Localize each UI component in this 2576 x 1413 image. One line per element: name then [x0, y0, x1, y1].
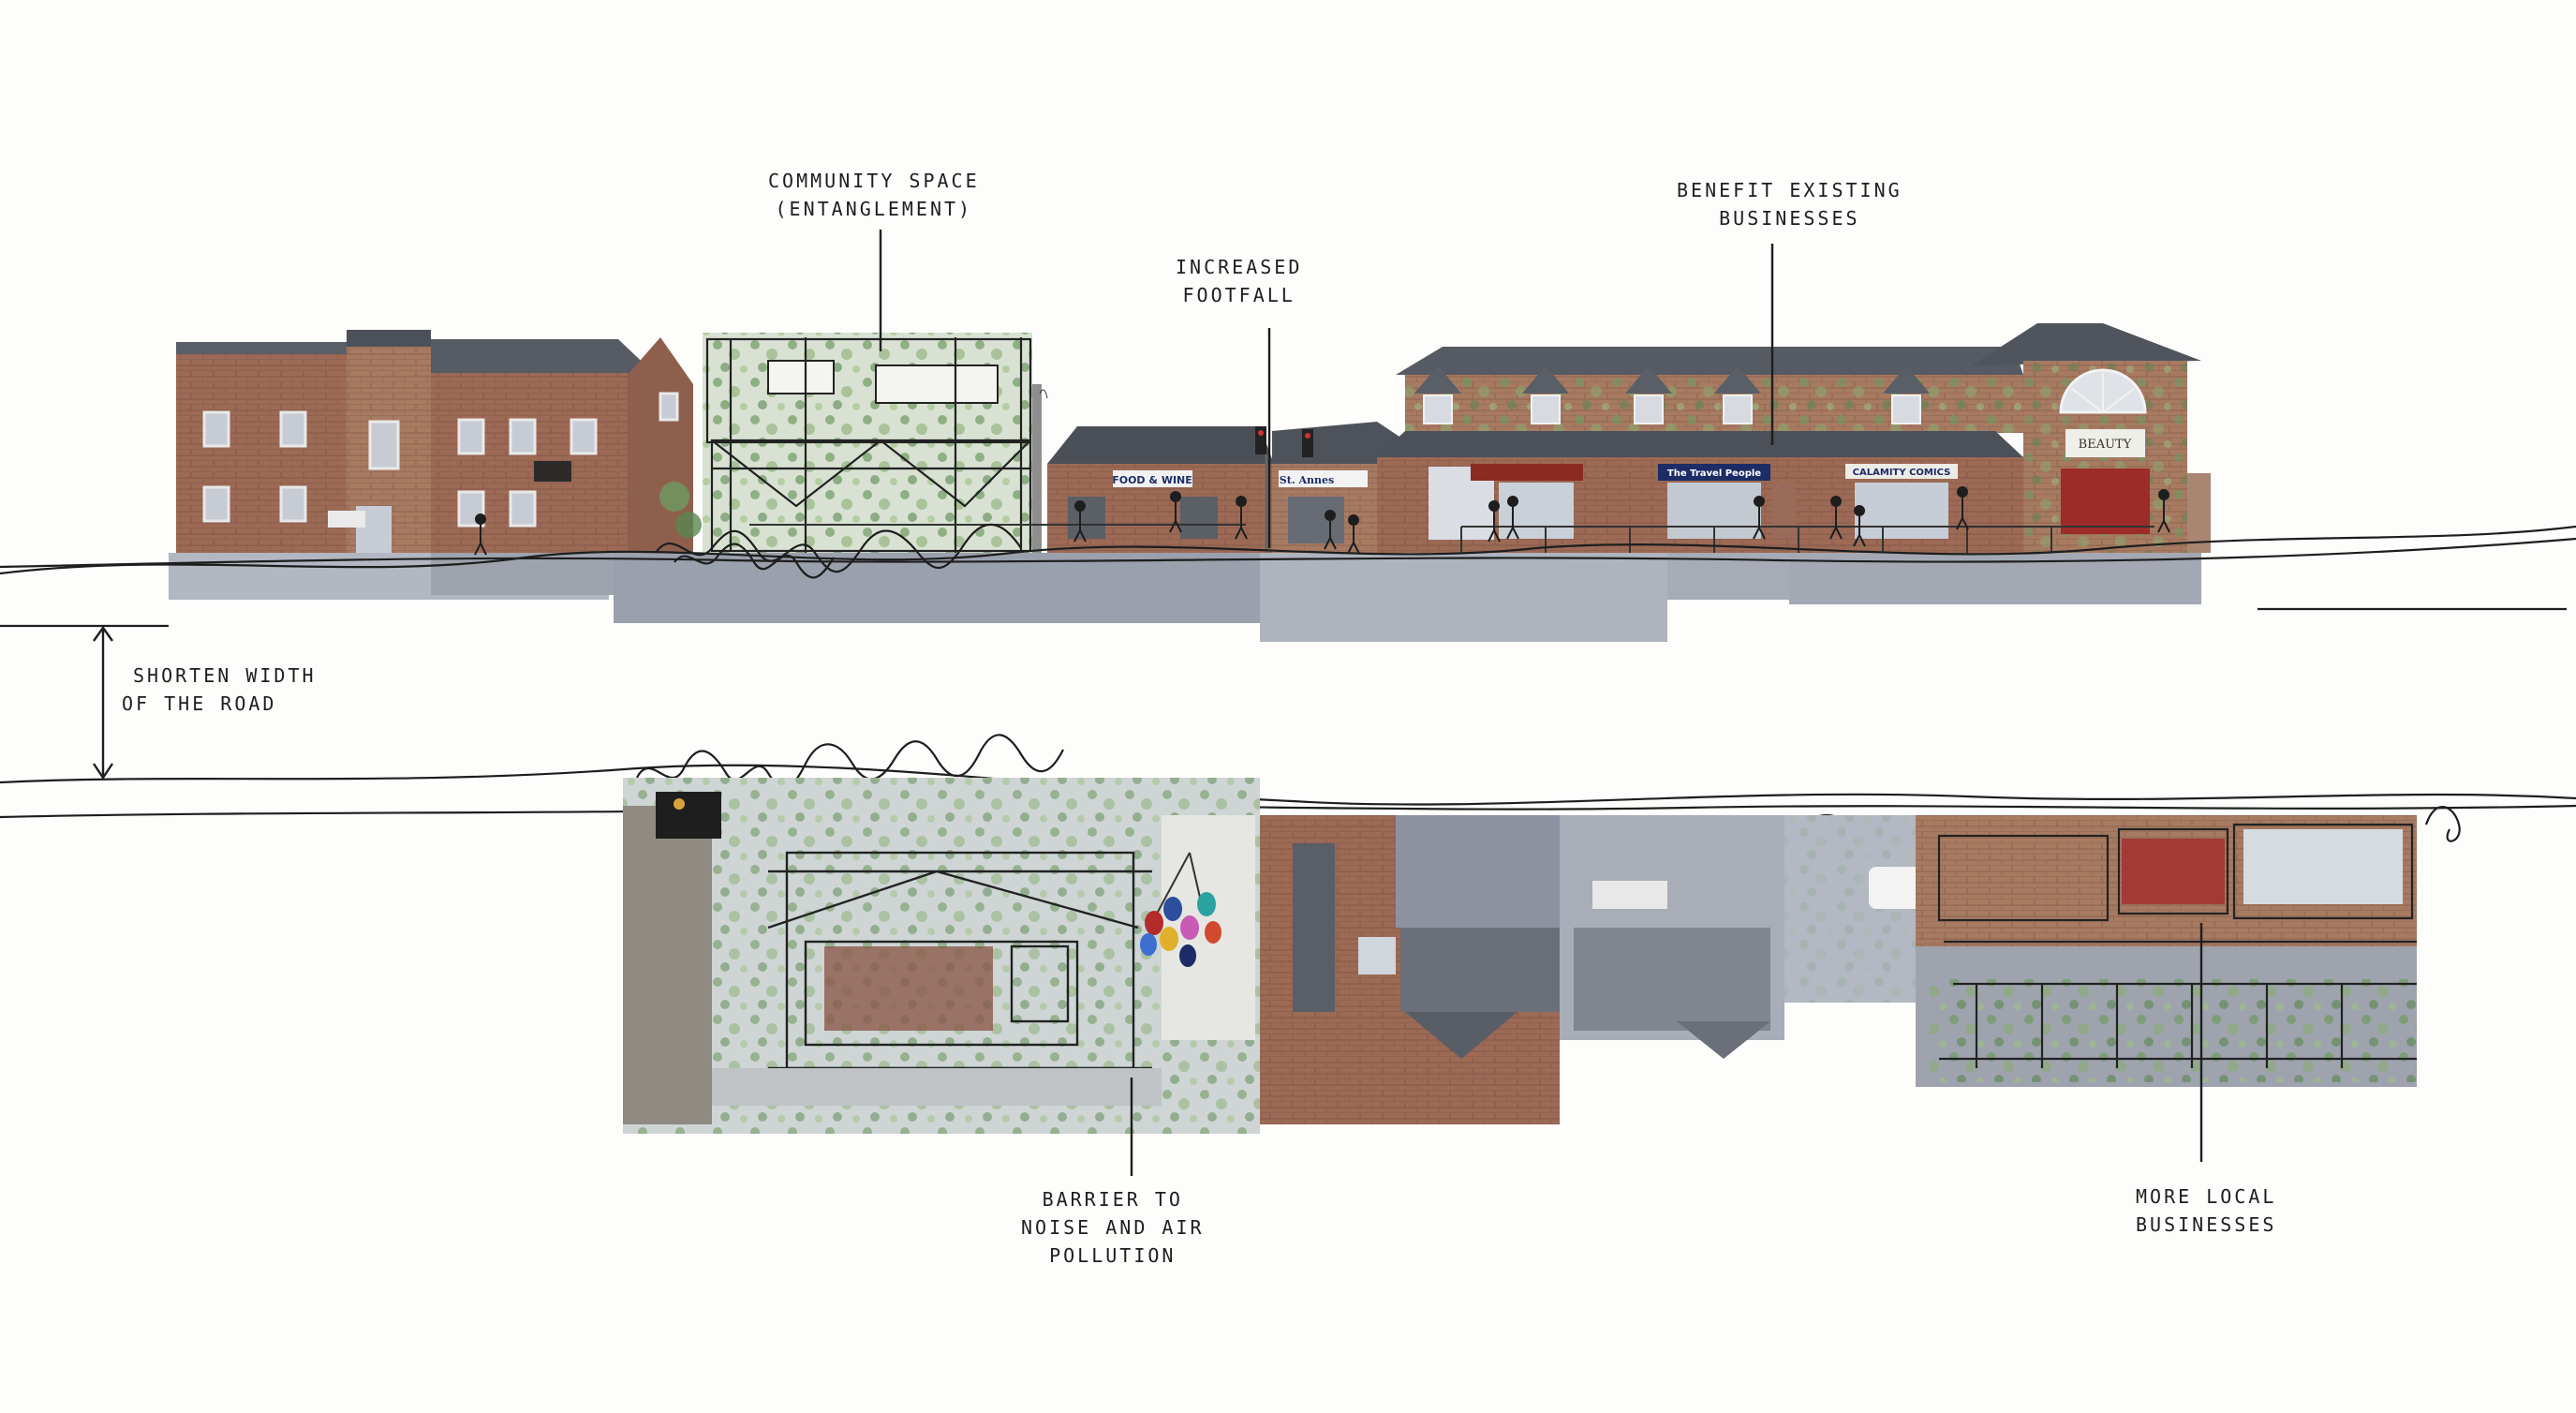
label-line: BUSINESSES	[1677, 204, 1902, 232]
beauty-sign: BEAUTY	[2079, 438, 2132, 452]
shop-parade: The Travel People CALAMITY COMICS	[1377, 347, 2023, 553]
label-increased-footfall: INCREASED FOOTFALL	[1176, 253, 1302, 309]
shorten-road-arrow	[94, 628, 112, 778]
label-line: MORE LOCAL	[2136, 1182, 2276, 1211]
label-line: BARRIER TO	[1021, 1185, 1205, 1213]
food-wine-sign: FOOD & WINE	[1112, 474, 1192, 486]
label-line: BUSINESSES	[2136, 1211, 2276, 1239]
label-line: SHORTEN WIDTH	[122, 662, 317, 690]
label-line: BENEFIT EXISTING	[1677, 176, 1902, 204]
upper-streetscape: FOOD & WINE St. Annes	[169, 323, 2211, 642]
label-line: FOOTFALL	[1176, 281, 1302, 309]
label-barrier: BARRIER TO NOISE AND AIR POLLUTION	[1021, 1185, 1205, 1270]
lower-streetscape-inverted	[623, 778, 2417, 1134]
community-space-structure	[703, 333, 1047, 553]
office-building	[176, 330, 702, 553]
label-local-businesses: MORE LOCAL BUSINESSES	[2136, 1182, 2276, 1239]
label-line: INCREASED	[1176, 253, 1302, 281]
label-line: OF THE ROAD	[122, 690, 317, 718]
calamity-comics-sign: CALAMITY COMICS	[1853, 468, 1951, 478]
label-line: COMMUNITY SPACE	[768, 167, 980, 195]
label-benefit-businesses: BENEFIT EXISTING BUSINESSES	[1677, 176, 1902, 232]
label-line: (ENTANGLEMENT)	[768, 195, 980, 223]
label-line: NOISE AND AIR	[1021, 1213, 1205, 1242]
road-strip	[1260, 553, 1667, 642]
travel-people-sign: The Travel People	[1667, 469, 1761, 479]
label-line: POLLUTION	[1021, 1242, 1205, 1270]
st-annes-sign: St. Annes	[1280, 474, 1334, 486]
label-community-space: COMMUNITY SPACE (ENTANGLEMENT)	[768, 167, 980, 223]
label-shorten-road: SHORTEN WIDTH OF THE ROAD	[122, 662, 317, 718]
